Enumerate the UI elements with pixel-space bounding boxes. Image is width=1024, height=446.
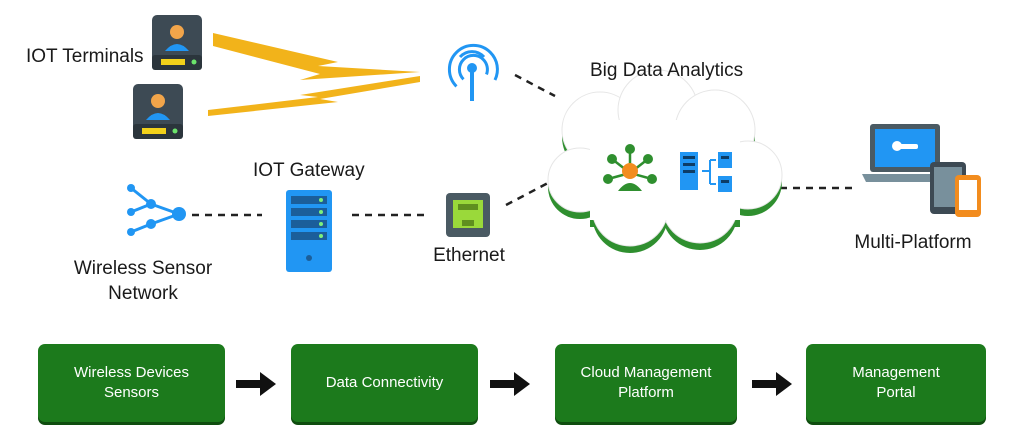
lightning-bolt-icon	[208, 76, 420, 116]
phone-icon	[955, 175, 981, 217]
network-node-icon	[127, 184, 186, 236]
flow-step-cloud-management-platform: Cloud Management Platform	[555, 344, 737, 422]
wireless-sensor-network-label-line1: Wireless Sensor	[74, 258, 213, 279]
iot-terminal-icon	[133, 84, 183, 139]
arrow-right-icon	[752, 372, 792, 396]
flow-step-label: Cloud Management Platform	[580, 364, 712, 401]
cloud-icon	[547, 69, 783, 253]
iot-terminal-icon	[152, 15, 202, 70]
lightning-bolt-icon	[213, 33, 420, 80]
iot-terminals-label: IOT Terminals	[26, 46, 144, 67]
arrow-right-icon	[490, 372, 530, 396]
analytics-people-icon	[603, 144, 657, 191]
arrow-right-icon	[236, 372, 276, 396]
server-icon	[286, 190, 332, 272]
flow-step-management-portal: Management Portal	[806, 344, 986, 422]
ethernet-port-icon	[446, 193, 490, 237]
wireless-sensor-network-label-line2: Network	[108, 283, 178, 304]
dashed-connectors	[192, 73, 852, 217]
data-servers-icon	[680, 152, 732, 192]
flow-step-label: Data Connectivity	[325, 374, 444, 391]
antenna-icon	[447, 43, 499, 101]
iot-gateway-label: IOT Gateway	[253, 160, 365, 181]
flow-step-wireless-devices-sensors: Wireless Devices Sensors	[38, 344, 225, 422]
flow-step-label: Wireless Devices Sensors	[73, 364, 190, 401]
flow-step-data-connectivity: Data Connectivity	[291, 344, 478, 422]
multi-platform-label: Multi-Platform	[854, 232, 971, 253]
flow-step-label: Management Portal	[852, 364, 940, 401]
ethernet-label: Ethernet	[433, 245, 506, 266]
big-data-analytics-label: Big Data Analytics	[590, 60, 743, 81]
laptop-icon	[862, 124, 948, 182]
